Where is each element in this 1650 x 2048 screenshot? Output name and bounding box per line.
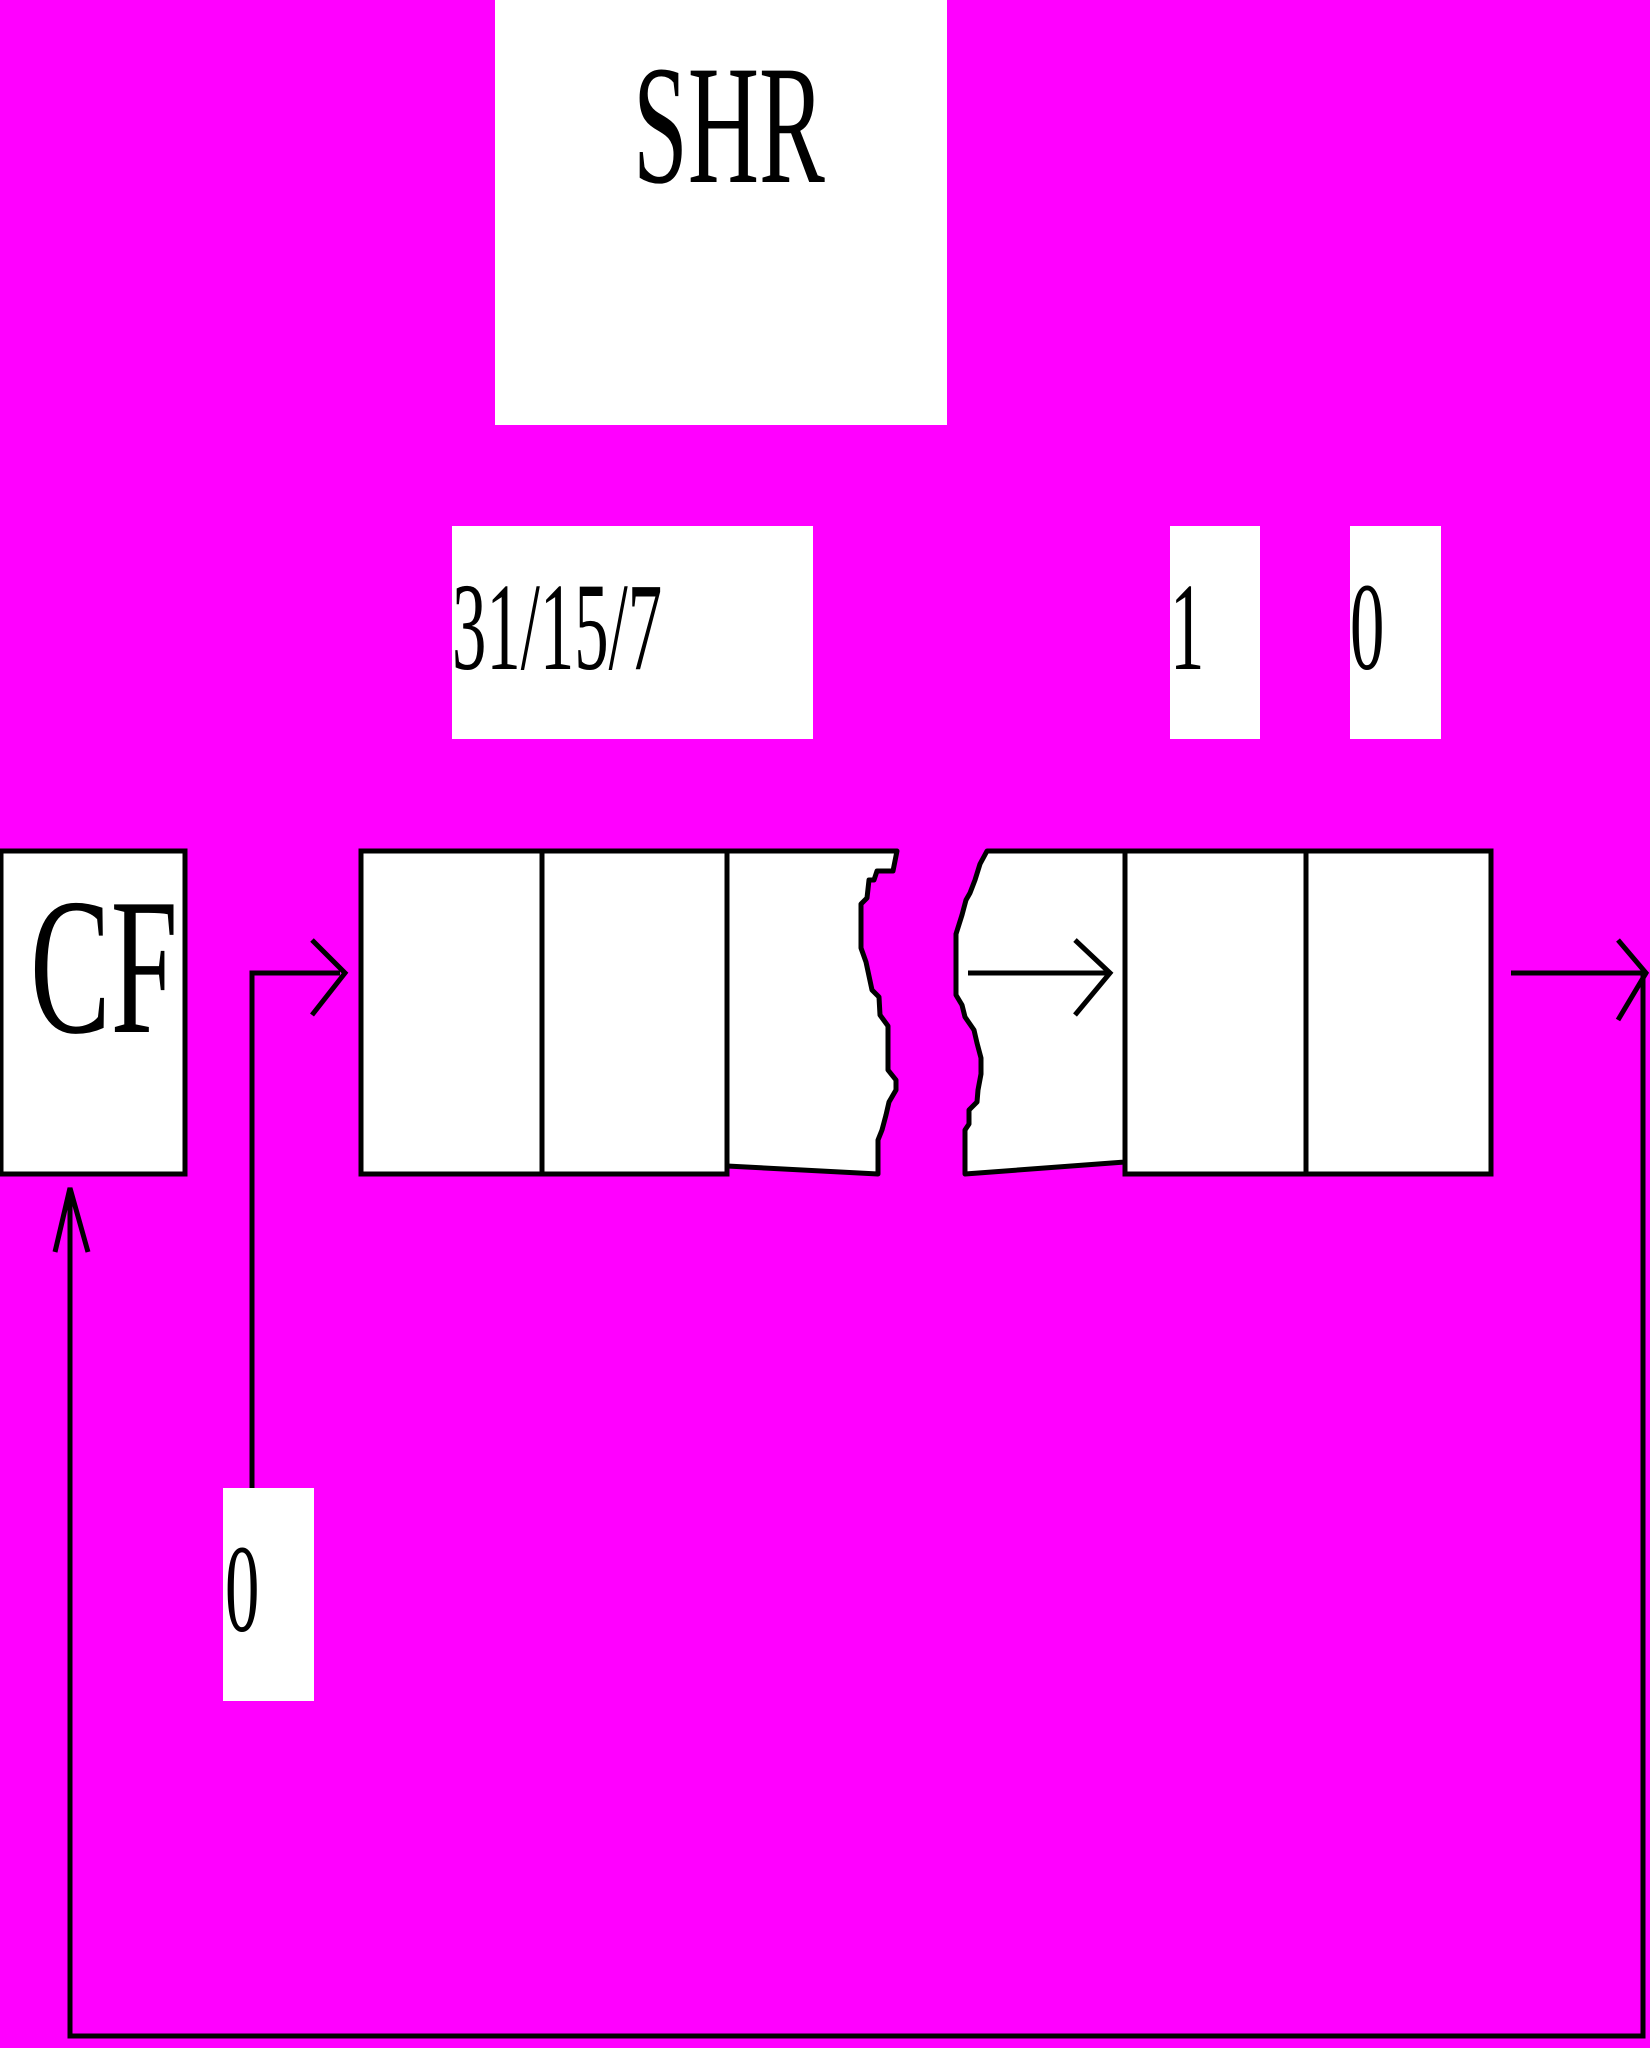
fill-input-line	[249, 970, 340, 1488]
fill-bit-label: 0	[225, 1521, 260, 1659]
register-cell-torn-right	[953, 848, 1128, 1177]
title-label: SHR	[633, 31, 825, 219]
output-arrowhead	[1615, 938, 1650, 1022]
register-cell-msb-minus-1	[539, 848, 730, 1177]
msb-bit-label: 31/15/7	[452, 559, 663, 697]
register-cell-torn-left	[724, 848, 900, 1177]
register-cell-bit1	[1122, 848, 1309, 1177]
bit1-label-box: 1	[1170, 526, 1260, 739]
register-cell-bit0	[1303, 848, 1494, 1177]
bit0-label: 0	[1350, 559, 1385, 697]
carry-feedback-line	[67, 973, 1646, 2039]
carry-flag-label: CF	[30, 859, 178, 1075]
bit1-label: 1	[1170, 559, 1205, 697]
cf-box	[0, 848, 188, 1177]
carry-arrowhead	[52, 1187, 91, 1253]
register-cell-msb	[358, 848, 545, 1177]
fill-bit-label-box: 0	[223, 1488, 314, 1701]
shift-arrowhead	[1073, 938, 1114, 1017]
fill-input-arrowhead	[310, 938, 349, 1017]
bit0-label-box: 0	[1350, 526, 1441, 739]
msb-bit-label-box: 31/15/7	[452, 526, 813, 739]
title-box: SHR	[495, 0, 947, 425]
